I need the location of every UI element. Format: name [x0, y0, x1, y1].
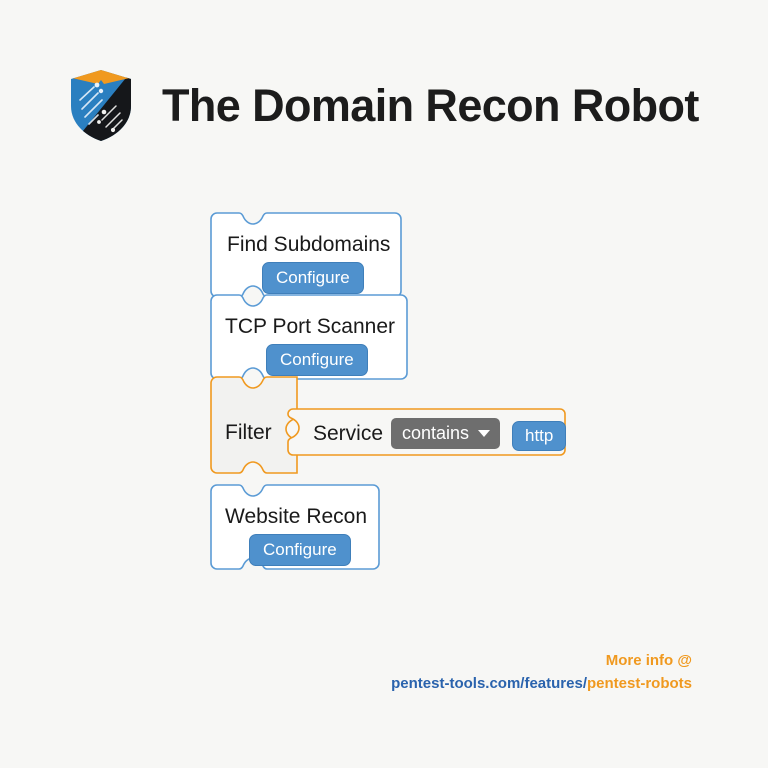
footer-more-info-label: More info @	[605, 652, 692, 669]
condition-field-label: Service	[313, 422, 384, 445]
configure-button-website-recon[interactable]: Configure	[249, 534, 351, 566]
block-shape	[210, 376, 298, 474]
configure-button-find-subdomains[interactable]: Configure	[262, 262, 364, 294]
shield-circuit-logo	[71, 70, 131, 141]
block-label-website-recon: Website Recon	[225, 505, 368, 528]
condition-operator-dropdown[interactable]: contains	[391, 418, 501, 449]
footer: More info @ pentest-tools.com/features/p…	[391, 650, 692, 695]
workflow-block-filter[interactable]: Filter	[210, 376, 301, 474]
workflow-block-tcp-port-scanner[interactable]: TCP Port Scanner Configure	[210, 294, 411, 380]
condition-block-service[interactable]: Service contains http	[287, 408, 568, 457]
configure-button-tcp-port-scanner[interactable]: Configure	[266, 344, 368, 376]
block-label-find-subdomains: Find Subdomains	[227, 233, 391, 256]
footer-url-prefix: pentest-tools.com/features/	[391, 674, 587, 692]
block-label-tcp-port-scanner: TCP Port Scanner	[225, 315, 396, 338]
workflow-block-find-subdomains[interactable]: Find Subdomains Configure	[210, 212, 405, 298]
condition-operator-value: contains	[402, 423, 470, 443]
page-title: The Domain Recon Robot	[162, 79, 699, 131]
workflow-block-website-recon[interactable]: Website Recon Configure	[210, 484, 383, 570]
block-label-filter: Filter	[225, 421, 272, 444]
chevron-down-icon	[478, 429, 491, 437]
footer-url[interactable]: pentest-tools.com/features/pentest-robot…	[391, 673, 692, 696]
page-header: The Domain Recon Robot	[68, 68, 699, 142]
condition-value-chip[interactable]: http	[512, 421, 567, 451]
footer-url-suffix: pentest-robots	[587, 674, 692, 692]
